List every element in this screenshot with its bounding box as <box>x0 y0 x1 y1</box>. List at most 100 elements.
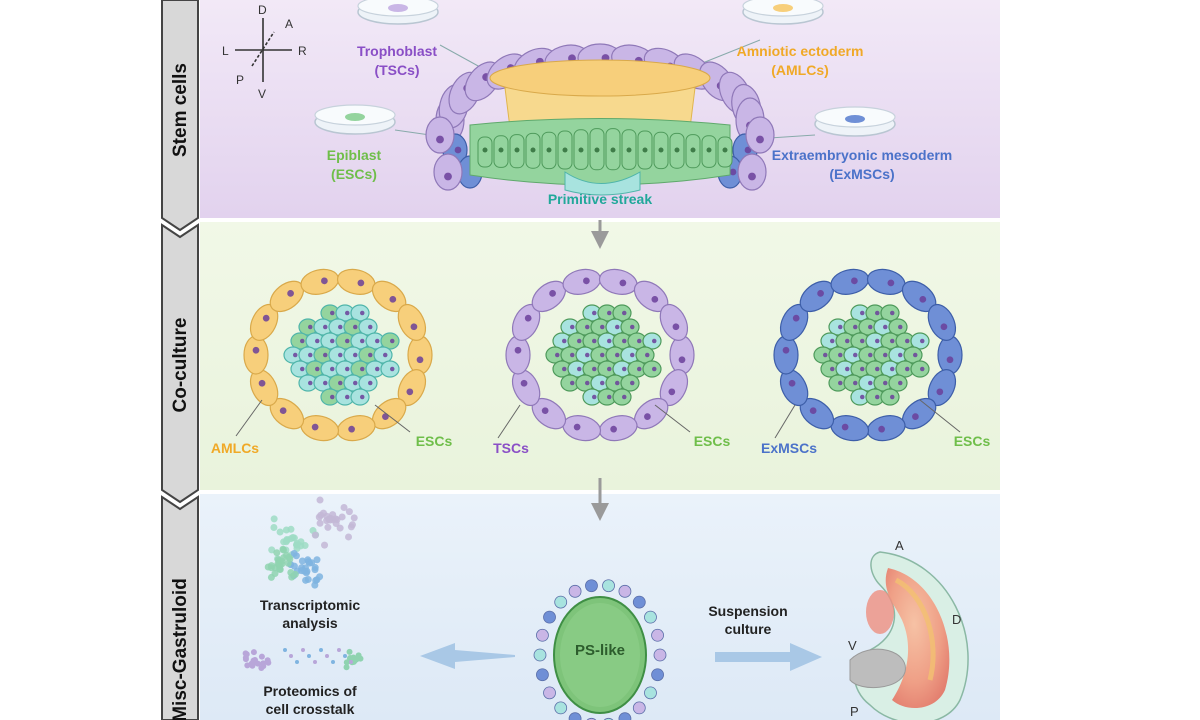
omics-point <box>273 549 280 556</box>
compass-l: L <box>222 44 229 58</box>
trophoblast-cell <box>738 154 766 190</box>
ps-surrounding-cell <box>619 585 631 597</box>
omics-point <box>333 520 340 527</box>
compass-a: A <box>285 17 293 31</box>
trophoblast-cell <box>426 117 454 153</box>
label-amlcs: AMLCs <box>211 440 259 456</box>
epiblast-nucleus <box>515 148 520 153</box>
trophoblast-cell <box>434 154 462 190</box>
omics-point <box>285 560 292 567</box>
ps-surrounding-cell <box>569 585 581 597</box>
label-epiblast-abbr: (ESCs) <box>331 166 377 182</box>
amniotic-layer <box>490 60 710 96</box>
omics-point <box>317 512 324 519</box>
omics-point <box>271 515 278 522</box>
inner-cell <box>881 389 899 405</box>
label-transcriptomic-1: Transcriptomic <box>260 597 361 613</box>
ps-surrounding-cell <box>536 629 548 641</box>
omics-point <box>345 533 352 540</box>
epiblast-nucleus <box>643 148 648 153</box>
omics-point <box>312 566 319 573</box>
axis-label-v: V <box>848 638 857 653</box>
epiblast-nucleus <box>627 148 632 153</box>
ps-surrounding-cell <box>534 649 546 661</box>
label-escs-2: ESCs <box>694 433 731 449</box>
side-tab-co-culture: Co-culture <box>162 225 198 502</box>
epiblast-nucleus <box>723 148 728 153</box>
crosstalk-dot <box>343 654 347 658</box>
inner-cell <box>351 389 369 405</box>
compass-v: V <box>258 87 266 101</box>
crosstalk-dot <box>337 648 341 652</box>
inner-cell <box>643 361 661 377</box>
outer-cell <box>408 336 432 374</box>
omics-point <box>275 561 282 568</box>
proteomics-cluster-dot <box>259 654 265 660</box>
ps-surrounding-cell <box>536 669 548 681</box>
outer-cell <box>244 336 268 374</box>
omics-point <box>293 552 300 559</box>
compass-r: R <box>298 44 307 58</box>
epiblast-nucleus <box>691 148 696 153</box>
omics-point <box>312 532 319 539</box>
proteomics-cluster-dot <box>356 652 362 658</box>
label-suspension-1: Suspension <box>708 603 787 619</box>
crosstalk-dot <box>313 660 317 664</box>
proteomics-cluster-dot <box>347 649 353 655</box>
proteomics-cluster-dot <box>344 659 350 665</box>
label-proteomics-1: Proteomics of <box>263 683 357 699</box>
label-escs-1: ESCs <box>416 433 453 449</box>
epiblast-nucleus <box>547 148 552 153</box>
section-label-stem-cells: Stem cells <box>170 63 191 157</box>
petri-dish-epiblast <box>315 105 395 134</box>
label-tscs: TSCs <box>493 440 529 456</box>
ps-surrounding-cell <box>544 687 556 699</box>
label-trophoblast: Trophoblast <box>357 43 437 59</box>
crosstalk-dot <box>349 660 353 664</box>
axis-label-d: D <box>952 612 961 627</box>
proteomics-cluster-dot <box>252 657 258 663</box>
section-label-co-culture: Co-culture <box>170 318 191 413</box>
axis-label-p: P <box>850 704 859 719</box>
inner-cell <box>911 361 929 377</box>
label-exmeso: Extraembryonic mesoderm <box>772 147 953 163</box>
omics-point <box>270 524 277 531</box>
omics-point <box>299 558 306 565</box>
epiblast-nucleus <box>579 148 584 153</box>
ps-surrounding-cell <box>555 702 567 714</box>
omics-point <box>285 554 292 561</box>
petri-dish-amniotic <box>743 0 823 24</box>
proteomics-cluster-dot <box>258 665 264 671</box>
epiblast-nucleus <box>659 148 664 153</box>
crosstalk-dot <box>319 648 323 652</box>
omics-point <box>316 573 323 580</box>
epiblast-nucleus <box>611 148 616 153</box>
label-exmscs: ExMSCs <box>761 440 817 456</box>
outer-cell <box>506 336 530 374</box>
crosstalk-dot <box>325 654 329 658</box>
ps-surrounding-cell <box>633 702 645 714</box>
omics-point <box>280 547 287 554</box>
omics-point <box>283 526 290 533</box>
crosstalk-dot <box>331 660 335 664</box>
crosstalk-dot <box>289 654 293 658</box>
omics-point <box>308 559 315 566</box>
trophoblast-cell <box>746 117 774 153</box>
epiblast-nucleus <box>563 148 568 153</box>
omics-point <box>311 582 318 589</box>
omics-point <box>268 574 275 581</box>
ps-surrounding-cell <box>654 649 666 661</box>
label-escs-3: ESCs <box>954 433 991 449</box>
outer-cell <box>774 336 798 374</box>
ps-surrounding-cell <box>544 611 556 623</box>
inner-cell <box>381 361 399 377</box>
proteomics-cluster-dot <box>265 657 271 663</box>
axis-label-a: A <box>895 538 904 553</box>
outer-cell <box>938 336 962 374</box>
ps-surrounding-cell <box>585 580 597 592</box>
epiblast-nucleus <box>707 148 712 153</box>
label-trophoblast-abbr: (TSCs) <box>374 62 419 78</box>
omics-point <box>305 576 312 583</box>
omics-point <box>341 504 348 511</box>
